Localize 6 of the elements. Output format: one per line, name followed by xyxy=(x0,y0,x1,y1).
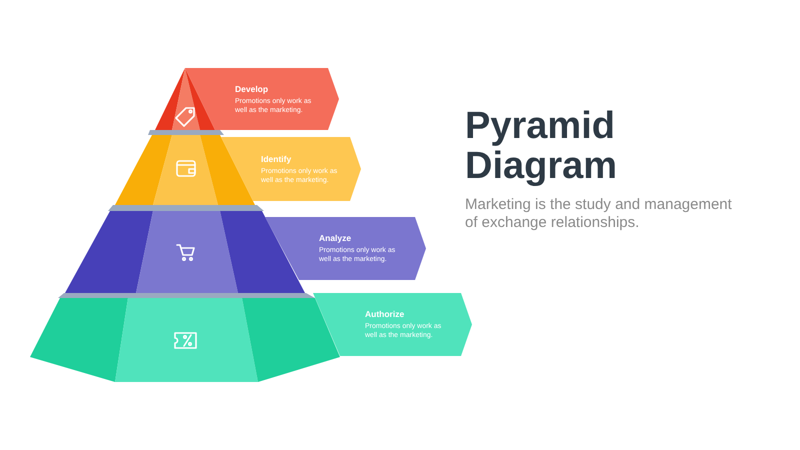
step-heading: Analyze xyxy=(319,233,352,243)
step-heading: Authorize xyxy=(365,309,406,319)
step-heading: Develop xyxy=(235,84,270,94)
description-text: Marketing is the study and management of exchange relationships. xyxy=(465,196,733,232)
title: Pyramid Diagram xyxy=(465,106,618,186)
step-heading: Identify xyxy=(261,154,292,164)
